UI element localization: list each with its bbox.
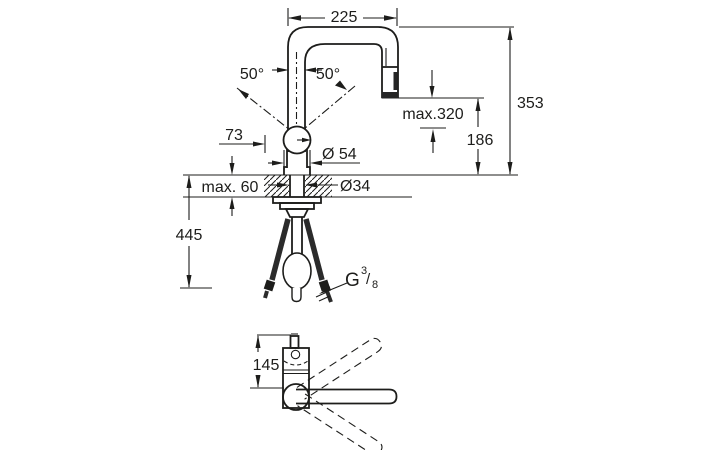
- thread-denominator: 8: [372, 279, 378, 291]
- dim-base-diameter: Ø 54: [268, 146, 360, 170]
- lever-tip: [289, 335, 300, 349]
- under-deck-assembly: [263, 196, 333, 303]
- dim-deck-thickness: max. 60: [202, 156, 259, 216]
- spray-head-grip: [393, 72, 398, 90]
- hose-end-stub: [291, 288, 302, 303]
- dim-353-label: 353: [517, 95, 544, 112]
- hose-weight: [282, 252, 312, 290]
- dim-total-height: 353: [399, 26, 544, 175]
- hose-fitting-left: [263, 279, 276, 292]
- dim-73-label: 73: [225, 127, 243, 144]
- deck-hatch-left: [264, 175, 289, 197]
- dim-lever-projection: 73: [219, 127, 266, 153]
- dim-lever-height: 145: [250, 334, 291, 389]
- spout-arm-solid: [296, 388, 398, 405]
- mounting-deck: [183, 174, 518, 198]
- dim-spout-reach: 225: [287, 8, 398, 26]
- spray-outlet-band: [381, 92, 399, 99]
- dim-145-label: 145: [253, 357, 280, 374]
- supply-hose-right: [303, 218, 325, 281]
- lever-ball-joint: [282, 125, 312, 175]
- dim-below-deck: 445: [176, 175, 212, 289]
- thread-label: G 3 / 8: [319, 265, 378, 294]
- dim-34-label: Ø34: [340, 178, 370, 195]
- front-view: 225 50° 50° 73: [176, 8, 544, 303]
- thread-g: G: [345, 270, 360, 291]
- dim-320-label: max.320: [402, 106, 463, 123]
- dim-outlet-height: 186: [467, 98, 494, 175]
- spout-arm-swivel-up: [296, 337, 382, 400]
- dim-54-label: Ø 54: [322, 146, 357, 163]
- dim-50l-label: 50°: [240, 66, 264, 83]
- dim-225-label: 225: [331, 9, 358, 26]
- thread-numerator: 3: [361, 265, 367, 277]
- base-flare: [283, 166, 311, 175]
- thread-slash: /: [366, 271, 371, 288]
- dim-swivel-right: 50°: [303, 66, 356, 130]
- hose-fitting-right: [318, 279, 331, 292]
- dim-swivel-left: 50°: [236, 66, 291, 131]
- dim-50r-label: 50°: [316, 66, 340, 83]
- deck-hatch-right: [305, 175, 332, 197]
- spout-arm-swivel-down: [297, 393, 383, 450]
- top-view-body: [282, 333, 310, 409]
- dim-445-label: 445: [176, 227, 203, 244]
- dim-max-outlet: max.320: [398, 70, 484, 153]
- top-view: 145: [250, 333, 398, 450]
- dim-186-label: 186: [467, 132, 494, 149]
- shank-bell: [284, 208, 310, 218]
- supply-hose-left: [269, 218, 291, 281]
- cartridge-hole: [290, 349, 301, 360]
- dim-60-label: max. 60: [202, 179, 259, 196]
- spout-swivel-joint: [282, 383, 310, 411]
- dim-hole-diameter: Ø34: [268, 178, 370, 195]
